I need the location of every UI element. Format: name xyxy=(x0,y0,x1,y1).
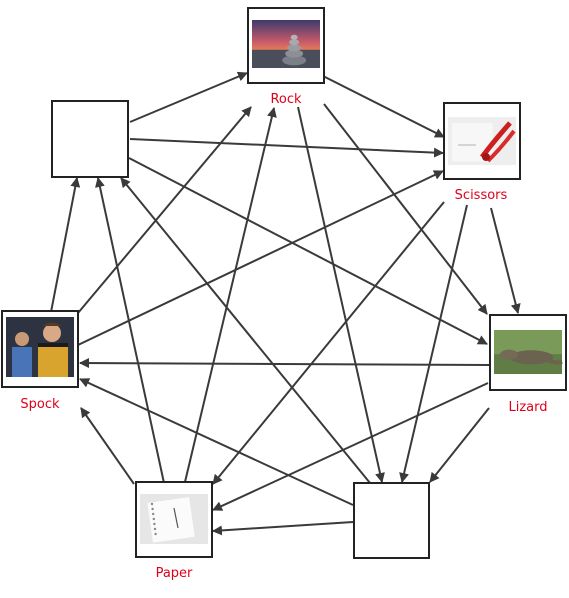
arrow-scissors-to-paper xyxy=(212,201,445,485)
node-rock-label: Rock xyxy=(270,92,302,107)
arrow-scissors-to-lizard xyxy=(490,207,521,314)
node-scissors-label: Scissors xyxy=(455,188,508,203)
arrow-paper-to-spock xyxy=(80,407,135,485)
node-spock-photo xyxy=(6,317,74,377)
arrow-empty-bottom-right-to-spock xyxy=(79,378,354,506)
node-empty-bottom-right xyxy=(353,482,430,559)
node-scissors-photo xyxy=(448,117,516,165)
arrow-lizard-to-empty-bottom-right xyxy=(429,407,490,483)
arrow-scissors-to-empty-bottom-right xyxy=(399,204,468,483)
node-paper-photo xyxy=(140,494,208,544)
arrow-empty-bottom-right-to-empty-top-left xyxy=(120,177,371,484)
arrow-lizard-to-spock xyxy=(79,358,490,369)
arrow-paper-to-rock xyxy=(184,107,277,483)
node-paper-label: Paper xyxy=(156,566,193,581)
arrow-lizard-to-paper xyxy=(212,382,489,511)
node-spock: Spock xyxy=(1,310,79,412)
node-rock: Rock xyxy=(247,7,325,107)
arrow-empty-top-left-to-scissors xyxy=(129,138,444,158)
edges-layer xyxy=(50,71,521,536)
node-empty-top-left-frame xyxy=(51,100,129,178)
arrow-empty-top-left-to-rock xyxy=(129,71,248,123)
arrow-empty-bottom-right-to-paper xyxy=(212,521,354,536)
arrow-rock-to-scissors xyxy=(322,75,445,138)
node-scissors: Scissors xyxy=(443,102,521,203)
arrow-empty-top-left-to-lizard xyxy=(128,157,488,345)
node-rock-photo xyxy=(252,20,320,68)
node-paper: Paper xyxy=(135,481,213,581)
arrow-spock-to-empty-top-left xyxy=(50,177,81,313)
node-empty-top-left xyxy=(51,100,129,178)
arrow-spock-to-scissors xyxy=(77,170,444,346)
node-empty-bottom-right-frame xyxy=(353,482,430,559)
node-lizard: Lizard xyxy=(489,314,567,415)
node-lizard-photo xyxy=(494,330,563,374)
node-lizard-label: Lizard xyxy=(508,400,547,415)
node-spock-label: Spock xyxy=(20,397,60,412)
arrow-paper-to-empty-top-left xyxy=(95,177,165,484)
arrow-spock-to-rock xyxy=(77,106,252,314)
arrow-rock-to-lizard xyxy=(323,103,488,315)
arrow-rock-to-empty-bottom-right xyxy=(297,106,385,483)
